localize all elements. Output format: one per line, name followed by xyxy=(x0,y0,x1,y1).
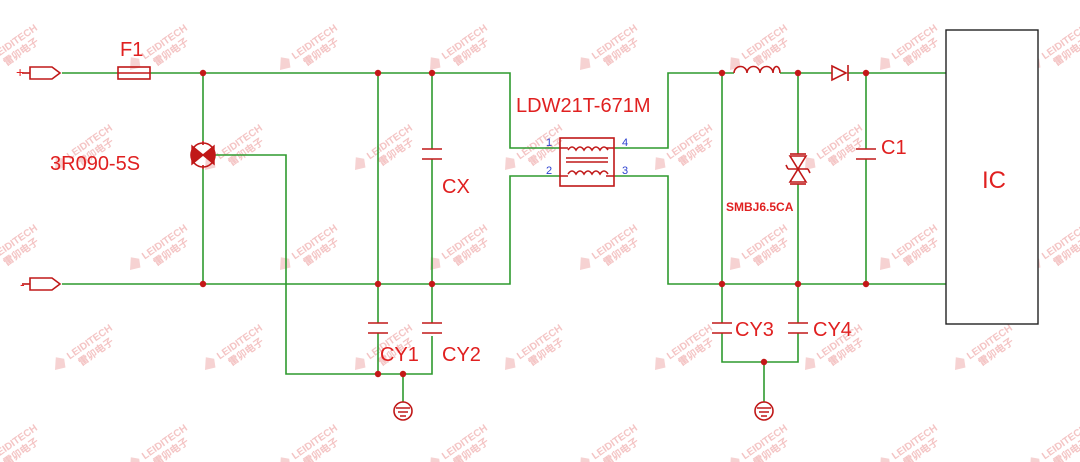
gdt-label: 3R090-5S xyxy=(50,153,140,175)
choke-label: LDW21T-671M xyxy=(516,95,651,117)
fuse-f1 xyxy=(117,66,151,80)
junction-node xyxy=(374,370,382,378)
input-terminal-plus xyxy=(22,66,62,80)
diode xyxy=(831,64,849,82)
capacitor-cx xyxy=(422,148,442,160)
junction-node xyxy=(718,69,726,77)
cy1-label: CY1 xyxy=(380,344,419,366)
choke-pin-4: 4 xyxy=(622,137,628,149)
junction-node xyxy=(428,280,436,288)
capacitor-cy1 xyxy=(368,322,388,334)
wires xyxy=(62,72,946,402)
junction-node xyxy=(374,280,382,288)
capacitor-cy3 xyxy=(712,322,732,334)
cy3-label: CY3 xyxy=(735,319,774,341)
junction-node xyxy=(718,280,726,288)
junction-node xyxy=(428,69,436,77)
ground-symbol-right xyxy=(754,401,774,421)
junction-node xyxy=(199,69,207,77)
ic-block xyxy=(945,29,1039,325)
input-terminal-minus xyxy=(22,277,62,291)
junction-node xyxy=(374,69,382,77)
tvs-diode xyxy=(785,153,811,185)
cy2-label: CY2 xyxy=(442,344,481,366)
junction-node xyxy=(862,69,870,77)
cy4-label: CY4 xyxy=(813,319,852,341)
junction-node xyxy=(760,358,768,366)
terminal-plus-label: + xyxy=(16,64,24,80)
junction-node xyxy=(794,280,802,288)
inductor xyxy=(733,65,781,74)
junction-node xyxy=(862,280,870,288)
junction-node xyxy=(399,370,407,378)
terminal-minus-label: - xyxy=(20,276,25,292)
choke-pin-1: 1 xyxy=(546,137,552,149)
gas-discharge-tube xyxy=(190,141,216,169)
tvs-label: SMBJ6.5CA xyxy=(726,200,794,214)
cx-label: CX xyxy=(442,176,470,198)
junction-dots xyxy=(199,69,870,378)
fuse-label: F1 xyxy=(120,39,143,61)
ic-label: IC xyxy=(982,167,1006,194)
choke-pin-3: 3 xyxy=(622,165,628,177)
c1-label: C1 xyxy=(881,137,907,159)
capacitor-c1 xyxy=(856,148,876,160)
labels: + - F1 3R090-5S CX CY1 CY2 LDW21T-671M 1… xyxy=(16,39,1006,366)
junction-node xyxy=(794,69,802,77)
ground-symbol-left xyxy=(393,401,413,421)
capacitor-cy2 xyxy=(422,322,442,334)
choke-pin-2: 2 xyxy=(546,165,552,177)
capacitor-cy4 xyxy=(788,322,808,334)
common-mode-choke xyxy=(559,137,615,187)
junction-node xyxy=(199,280,207,288)
